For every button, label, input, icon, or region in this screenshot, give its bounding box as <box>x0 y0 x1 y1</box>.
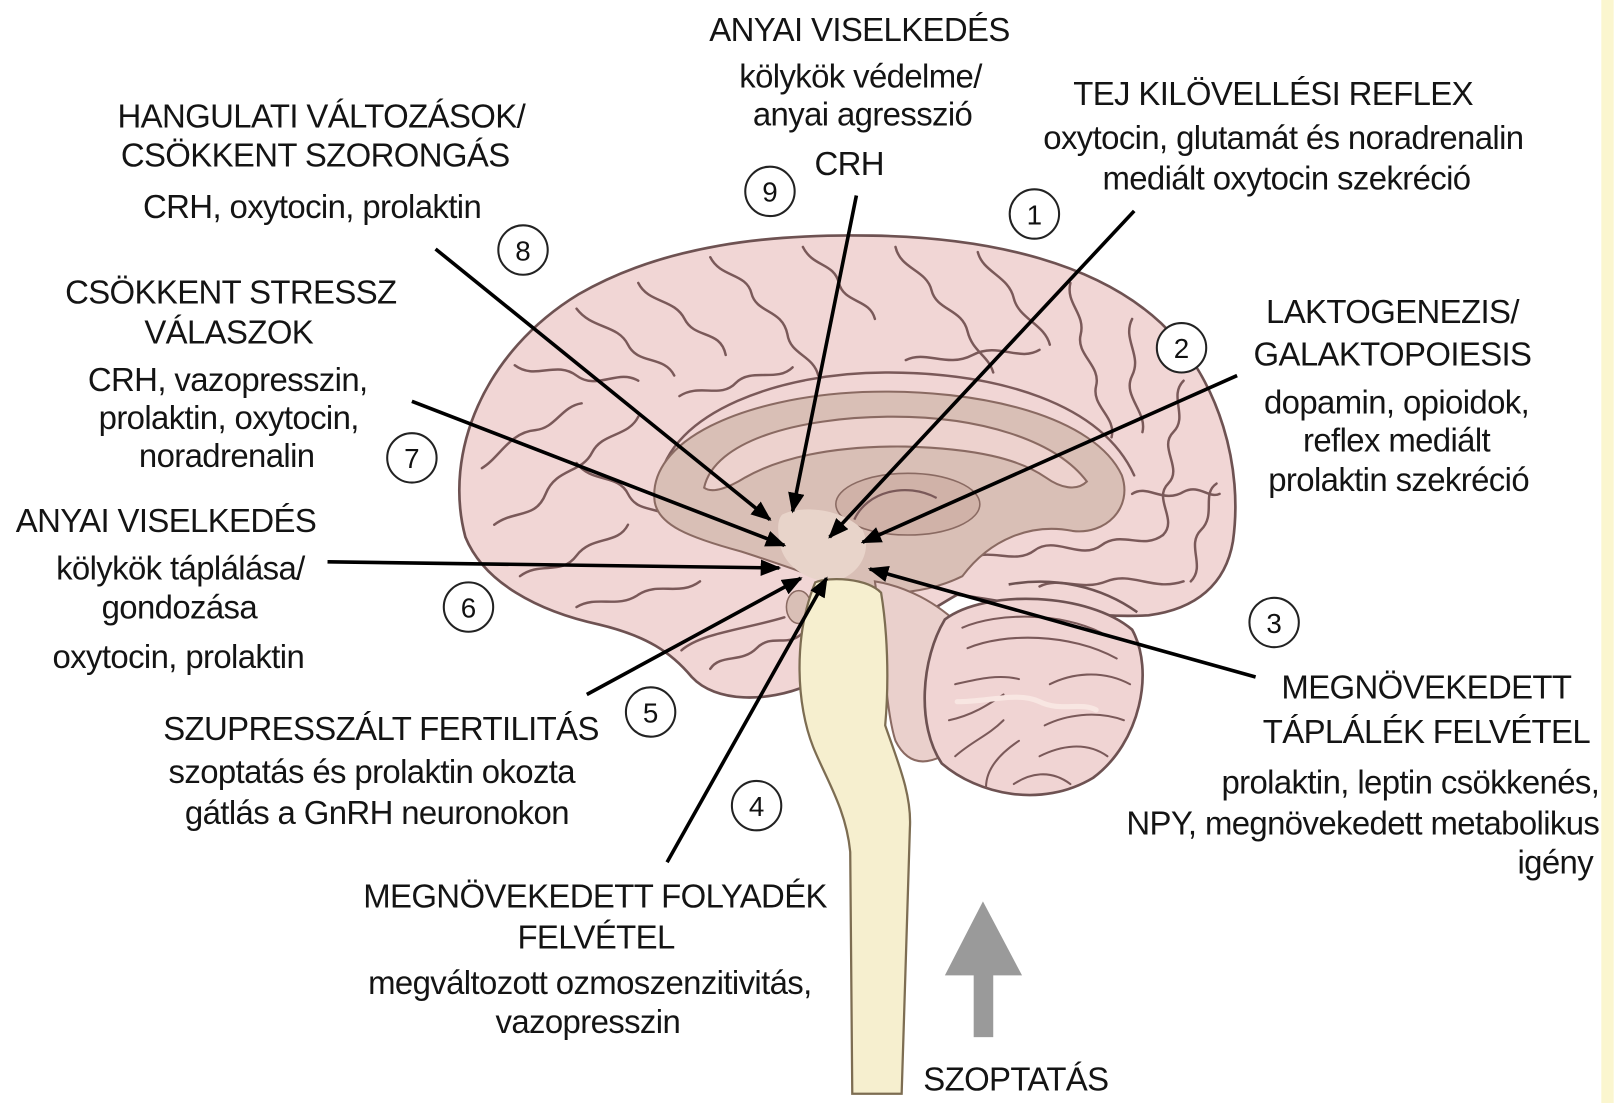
effect-1-detail: mediált oxytocin szekréció <box>1102 159 1470 196</box>
stimulus-arrow-shaft <box>974 971 994 1037</box>
callout-marker-9: 9 <box>745 167 794 216</box>
effect-9-heading: ANYAI VISELKEDÉS <box>709 11 1009 48</box>
effect-2-detail: prolaktin szekréció <box>1268 461 1529 498</box>
effect-7-heading: CSÖKKENT STRESSZ <box>65 274 397 311</box>
effect-8-heading: HANGULATI VÁLTOZÁSOK/ <box>118 98 527 135</box>
stimulus-label: SZOPTATÁS <box>923 1061 1108 1098</box>
effect-7-heading: VÁLASZOK <box>144 314 313 351</box>
effect-3-detail: prolaktin, leptin csökkenés, <box>1221 763 1599 800</box>
effect-6-mediators: oxytocin, prolaktin <box>53 638 305 675</box>
effect-6-detail: gondozása <box>102 588 259 625</box>
effect-9-detail: kölykök védelme/ <box>739 57 983 94</box>
effect-6-detail: kölykök táplálása/ <box>56 549 306 586</box>
effect-4-heading: MEGNÖVEKEDETT FOLYADÉK <box>363 878 827 915</box>
callout-marker-6: 6 <box>444 582 493 631</box>
effect-2-heading: GALAKTOPOIESIS <box>1254 335 1532 372</box>
effect-5-detail: szoptatás és prolaktin okozta <box>169 753 577 790</box>
effect-8-heading: CSÖKKENT SZORONGÁS <box>121 137 510 174</box>
effect-5-detail: gátlás a GnRH neuronokon <box>185 794 569 831</box>
svg-text:1: 1 <box>1027 199 1042 230</box>
svg-text:9: 9 <box>762 177 777 208</box>
effect-9-detail: anyai agresszió <box>753 96 972 133</box>
callout-marker-1: 1 <box>1010 189 1059 238</box>
effect-7-detail: noradrenalin <box>139 437 315 474</box>
callout-marker-5: 5 <box>626 687 675 736</box>
effect-3-heading: MEGNÖVEKEDETT <box>1281 669 1572 706</box>
effect-label-5: SZUPRESSZÁLT FERTILITÁS szoptatás és pro… <box>163 710 599 831</box>
effect-5-heading: SZUPRESSZÁLT FERTILITÁS <box>163 710 599 747</box>
svg-text:3: 3 <box>1266 608 1281 639</box>
effect-7-detail: CRH, vazopresszin, <box>88 361 368 398</box>
effect-label-1: TEJ KILÖVELLÉSI REFLEX oxytocin, glutamá… <box>1043 75 1523 196</box>
effect-1-detail: oxytocin, glutamát és noradrenalin <box>1043 119 1523 156</box>
svg-text:7: 7 <box>404 443 419 474</box>
effect-8-detail: CRH, oxytocin, prolaktin <box>143 188 481 225</box>
effect-9-mediators: CRH <box>814 145 883 182</box>
callout-marker-3: 3 <box>1249 598 1298 647</box>
callout-marker-7: 7 <box>387 433 436 482</box>
effect-2-detail: reflex mediált <box>1303 422 1491 459</box>
effect-4-detail: vazopresszin <box>496 1003 681 1040</box>
effect-2-detail: dopamin, opioidok, <box>1264 384 1529 421</box>
svg-text:5: 5 <box>643 697 658 728</box>
effect-label-2: LAKTOGENEZIS/ GALAKTOPOIESIS dopamin, op… <box>1254 293 1532 498</box>
effect-3-detail: NPY, megnövekedett metabolikus <box>1126 804 1599 841</box>
effect-2-heading: LAKTOGENEZIS/ <box>1266 293 1520 330</box>
callout-marker-4: 4 <box>732 781 781 830</box>
effect-7-detail: prolaktin, oxytocin, <box>99 399 359 436</box>
effect-4-heading: FELVÉTEL <box>517 919 675 956</box>
effect-6-heading: ANYAI VISELKEDÉS <box>16 502 316 539</box>
svg-text:2: 2 <box>1174 333 1189 364</box>
callout-marker-2: 2 <box>1157 323 1206 372</box>
svg-text:6: 6 <box>461 592 476 623</box>
effect-3-detail: igény <box>1517 844 1594 881</box>
effect-1-heading: TEJ KILÖVELLÉSI REFLEX <box>1073 75 1473 112</box>
effect-3-heading: TÁPLÁLÉK FELVÉTEL <box>1263 713 1591 750</box>
effect-label-8: HANGULATI VÁLTOZÁSOK/ CSÖKKENT SZORONGÁS… <box>118 98 527 226</box>
svg-text:8: 8 <box>515 235 530 266</box>
edge-strip <box>1601 0 1613 1103</box>
callout-marker-8: 8 <box>498 225 547 274</box>
svg-text:4: 4 <box>749 791 764 822</box>
effect-4-detail: megváltozott ozmoszenzitivitás, <box>368 964 812 1001</box>
